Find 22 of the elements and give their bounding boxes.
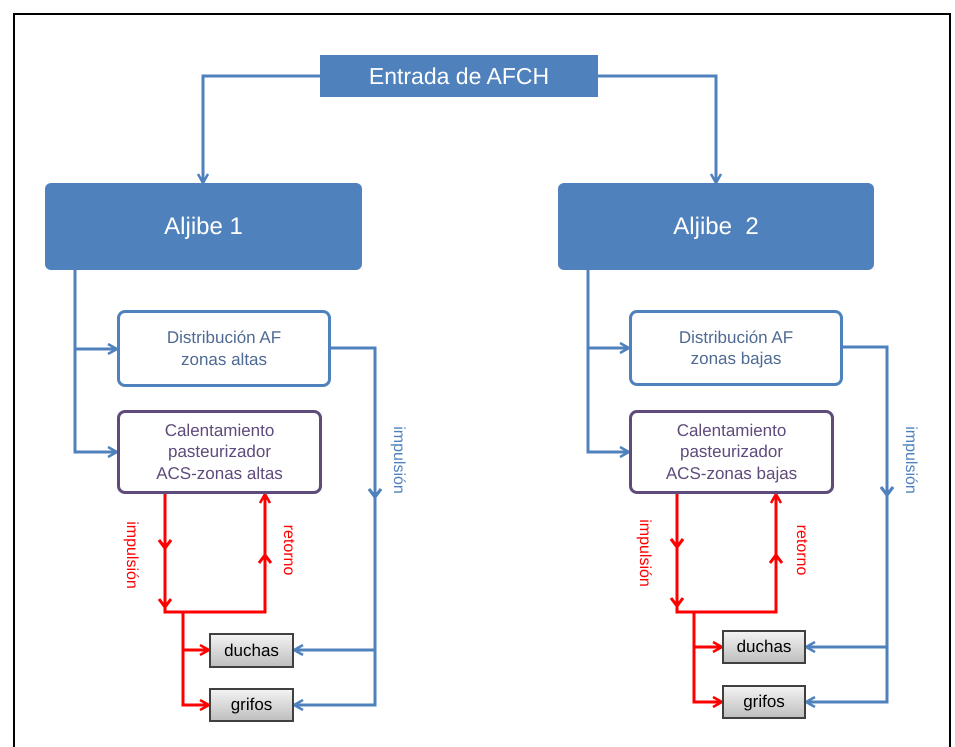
edge-label: impulsión <box>636 517 652 589</box>
heater-box: Calentamiento pasteurizador ACS-zonas bajas <box>629 410 834 494</box>
heater-box: Calentamiento pasteurizador ACS-zonas altas <box>117 410 322 494</box>
pipe-arrow <box>670 492 724 708</box>
outlet-box: grifos <box>722 685 806 719</box>
pipe-arrow <box>586 270 630 458</box>
outlet-box: duchas <box>722 630 806 664</box>
pipe-arrow <box>182 492 272 614</box>
pipe-arrow <box>158 492 210 712</box>
outlet-box: duchas <box>209 633 294 668</box>
edge-label: impulsión <box>902 424 918 496</box>
outlet-box: grifos <box>209 688 294 722</box>
distribution-box: Distribución AF zonas bajas <box>629 310 843 386</box>
edge-label: impulsión <box>390 424 406 496</box>
input-box: Entrada de AFCH <box>320 55 598 97</box>
pipe-arrow <box>196 74 320 184</box>
tank-box: Aljibe 1 <box>45 183 362 270</box>
edge-label: impulsión <box>123 519 139 591</box>
pipe-arrow <box>598 74 722 184</box>
pipe-arrow <box>692 492 784 614</box>
distribution-box: Distribución AF zonas altas <box>117 310 331 387</box>
tank-box: Aljibe 2 <box>558 183 874 270</box>
